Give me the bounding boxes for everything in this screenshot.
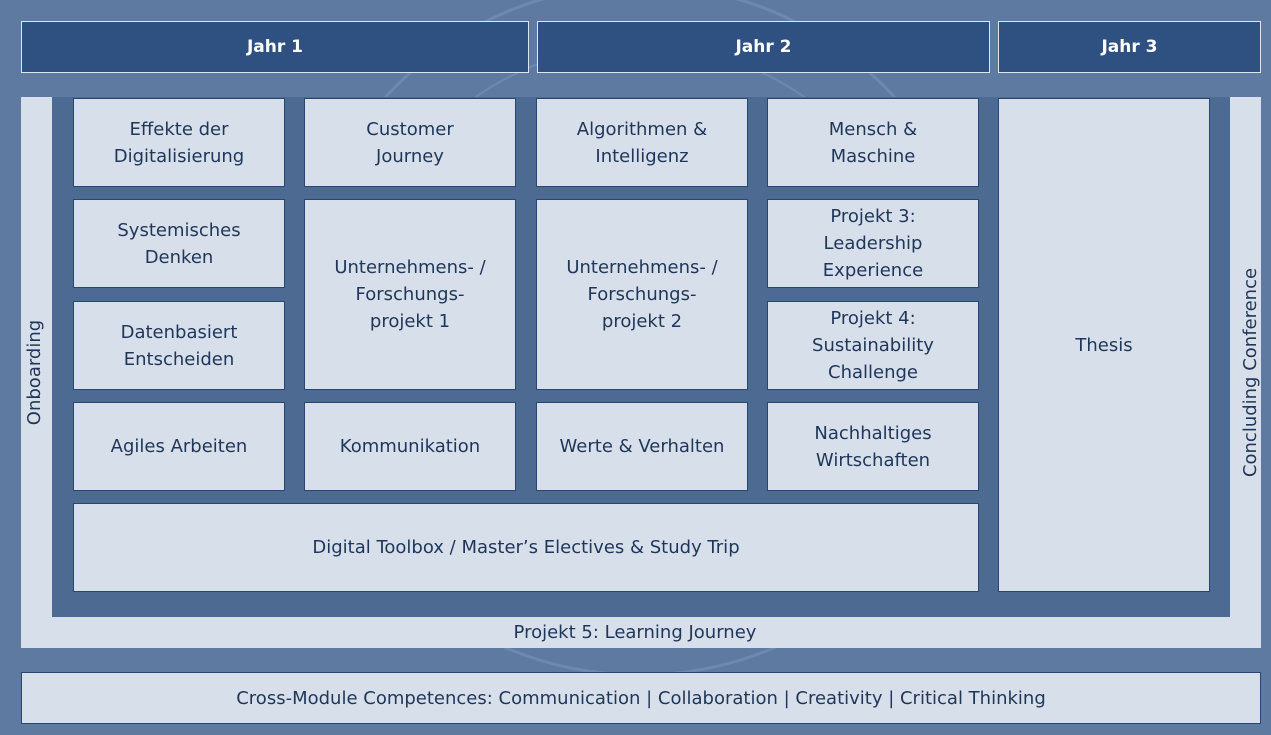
header-year-3-label: Jahr 3 xyxy=(1101,37,1158,57)
module-projekt-1-label: Unternehmens- / Forschungs- projekt 1 xyxy=(334,257,486,332)
module-projekt-3-label: Projekt 3: Leadership Experience xyxy=(822,206,924,281)
module-effekte: Effekte der Digitalisierung xyxy=(73,98,285,187)
module-customer-journey-label: Customer Journey xyxy=(366,118,454,167)
module-systemisches-denken: Systemisches Denken xyxy=(73,199,285,288)
module-projekt-2: Unternehmens- / Forschungs- projekt 2 xyxy=(536,199,748,390)
onboarding-label: Onboarding xyxy=(24,319,46,426)
header-year-3: Jahr 3 xyxy=(998,21,1261,73)
module-thesis-label: Thesis xyxy=(1075,334,1133,356)
module-projekt-2-label: Unternehmens- / Forschungs- projekt 2 xyxy=(566,257,718,332)
module-datenbasiert-label: Datenbasiert Entscheiden xyxy=(120,321,238,370)
concluding-conference-label: Concluding Conference xyxy=(1240,267,1262,478)
module-agiles-arbeiten-label: Agiles Arbeiten xyxy=(110,436,248,457)
header-year-1: Jahr 1 xyxy=(21,21,529,73)
module-thesis: Thesis xyxy=(998,98,1210,592)
module-werte-verhalten: Werte & Verhalten xyxy=(536,402,748,491)
module-systemisches-denken-label: Systemisches Denken xyxy=(117,219,241,268)
module-mensch-maschine: Mensch & Maschine xyxy=(767,98,979,187)
module-mensch-maschine-label: Mensch & Maschine xyxy=(828,118,918,167)
module-algorithmen-label: Algorithmen & Intelligenz xyxy=(576,118,708,167)
module-customer-journey: Customer Journey xyxy=(304,98,516,187)
header-year-1-label: Jahr 1 xyxy=(246,37,304,57)
module-kommunikation: Kommunikation xyxy=(304,402,516,491)
module-projekt-1: Unternehmens- / Forschungs- projekt 1 xyxy=(304,199,516,390)
module-effekte-label: Effekte der Digitalisierung xyxy=(113,118,245,167)
cross-module-competences: Cross-Module Competences: Communication … xyxy=(21,672,1261,724)
module-werte-verhalten-label: Werte & Verhalten xyxy=(559,436,725,457)
module-nachhaltiges-wirtschaften: Nachhaltiges Wirtschaften xyxy=(767,402,979,491)
learning-journey-label: Projekt 5: Learning Journey xyxy=(513,622,757,643)
header-year-2-label: Jahr 2 xyxy=(735,37,792,57)
module-algorithmen: Algorithmen & Intelligenz xyxy=(536,98,748,187)
header-year-2: Jahr 2 xyxy=(537,21,990,73)
module-datenbasiert: Datenbasiert Entscheiden xyxy=(73,301,285,390)
module-kommunikation-label: Kommunikation xyxy=(339,436,481,457)
module-projekt-3: Projekt 3: Leadership Experience xyxy=(767,199,979,288)
module-projekt-4-label: Projekt 4: Sustainability Challenge xyxy=(812,308,934,383)
module-nachhaltiges-wirtschaften-label: Nachhaltiges Wirtschaften xyxy=(814,422,932,471)
module-projekt-4: Projekt 4: Sustainability Challenge xyxy=(767,301,979,390)
module-digital-toolbox-label: Digital Toolbox / Master’s Electives & S… xyxy=(312,537,740,558)
module-agiles-arbeiten: Agiles Arbeiten xyxy=(73,402,285,491)
cross-module-competences-label: Cross-Module Competences: Communication … xyxy=(236,687,1046,709)
module-digital-toolbox: Digital Toolbox / Master’s Electives & S… xyxy=(73,503,979,592)
